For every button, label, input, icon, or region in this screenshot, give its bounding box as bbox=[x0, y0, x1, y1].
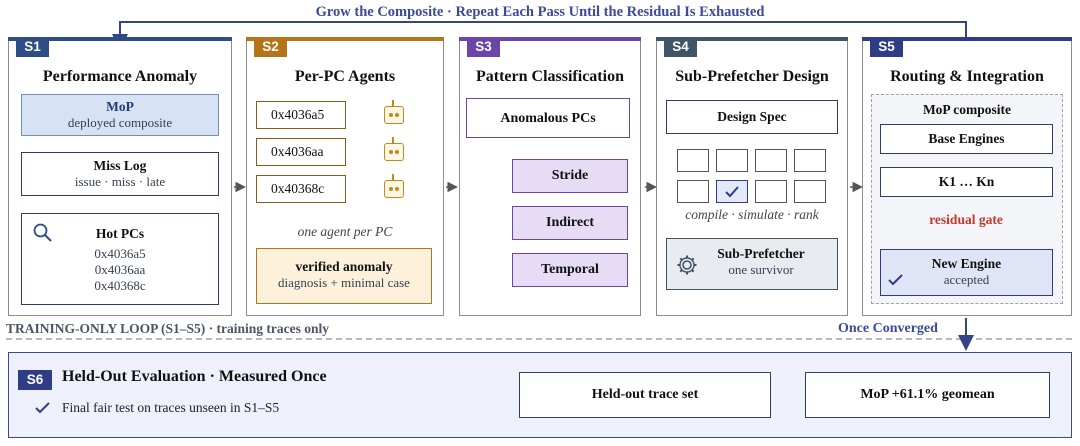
gear-icon bbox=[677, 255, 697, 275]
s6-title: Held-Out Evaluation · Measured Once bbox=[62, 368, 327, 385]
pc-box-1: 0x4036aa bbox=[256, 138, 346, 166]
pipeline-label: compile · simulate · rank bbox=[685, 207, 819, 222]
agent-note: one agent per PC bbox=[297, 224, 393, 239]
stage-title: Pattern Classification bbox=[476, 68, 624, 85]
held-out-trace-box: Held-out trace set bbox=[519, 372, 771, 418]
check-icon bbox=[725, 186, 739, 198]
s6-description: Final fair test on traces unseen in S1–S… bbox=[62, 400, 280, 415]
k-engines-box: K1 … Kn bbox=[880, 167, 1053, 197]
candidate-cell bbox=[716, 149, 748, 172]
search-icon bbox=[33, 223, 52, 242]
check-icon bbox=[35, 402, 50, 414]
feedback-loop-arrow bbox=[112, 21, 967, 50]
pc-box-2: 0x40368c bbox=[256, 175, 346, 203]
hot-pcs-box: Hot PCs 0x4036a5 0x4036aa 0x40368c bbox=[21, 213, 219, 305]
stage-tag: S4 bbox=[664, 37, 697, 57]
agent-icon bbox=[384, 174, 404, 198]
anomalous-pcs-box: Anomalous PCs bbox=[466, 98, 630, 138]
stage-tag: S3 bbox=[467, 37, 500, 57]
training-loop-sub: · training traces only bbox=[208, 321, 330, 336]
candidate-cell bbox=[794, 149, 826, 172]
candidate-cell bbox=[755, 180, 787, 203]
pc-box-0: 0x4036a5 bbox=[256, 101, 346, 129]
composite-label: MoP composite bbox=[922, 102, 1012, 117]
agent-icon bbox=[384, 100, 404, 124]
stage-title: Per-PC Agents bbox=[294, 68, 396, 85]
hot-pc-0: 0x4036a5 bbox=[94, 246, 146, 261]
agent-icon bbox=[384, 137, 404, 161]
base-engines-box: Base Engines bbox=[880, 124, 1053, 154]
stage-title: Performance Anomaly bbox=[42, 68, 198, 85]
stage-tag: S1 bbox=[16, 37, 49, 57]
stage-title: Sub-Prefetcher Design bbox=[675, 68, 829, 85]
selected-candidate-cell bbox=[716, 180, 748, 203]
hot-pc-1: 0x4036aa bbox=[94, 262, 146, 277]
stage-tag: S6 bbox=[18, 370, 52, 390]
result-box: MoP +61.1% geomean bbox=[805, 372, 1050, 418]
verified-anomaly-box: verified anomaly diagnosis + minimal cas… bbox=[256, 248, 432, 304]
new-engine-box: New Engine accepted bbox=[880, 249, 1053, 296]
residual-gate-label: residual gate bbox=[929, 212, 1003, 227]
class-temporal: Temporal bbox=[512, 253, 628, 287]
stage-tag: S5 bbox=[870, 37, 903, 57]
stage-tag: S2 bbox=[254, 37, 287, 57]
candidate-cell bbox=[677, 180, 709, 203]
training-loop-label: TRAINING-ONLY LOOP (S1–S5) · training tr… bbox=[6, 321, 330, 336]
sub-prefetcher-box: Sub-Prefetcher one survivor bbox=[666, 238, 838, 290]
class-indirect: Indirect bbox=[512, 206, 628, 240]
candidate-cell bbox=[794, 180, 826, 203]
design-spec-box: Design Spec bbox=[666, 100, 838, 134]
loop-banner: Grow the Composite · Repeat Each Pass Un… bbox=[315, 4, 765, 20]
candidate-cell bbox=[755, 149, 787, 172]
mop-box: MoP deployed composite bbox=[21, 94, 219, 136]
converged-label: Once Converged bbox=[838, 321, 938, 336]
hot-pc-2: 0x40368c bbox=[94, 278, 146, 293]
miss-log-box: Miss Log issue · miss · late bbox=[21, 152, 219, 196]
stage-title: Routing & Integration bbox=[890, 68, 1044, 85]
class-stride: Stride bbox=[512, 159, 628, 193]
check-icon bbox=[888, 274, 903, 286]
candidate-cell bbox=[677, 149, 709, 172]
